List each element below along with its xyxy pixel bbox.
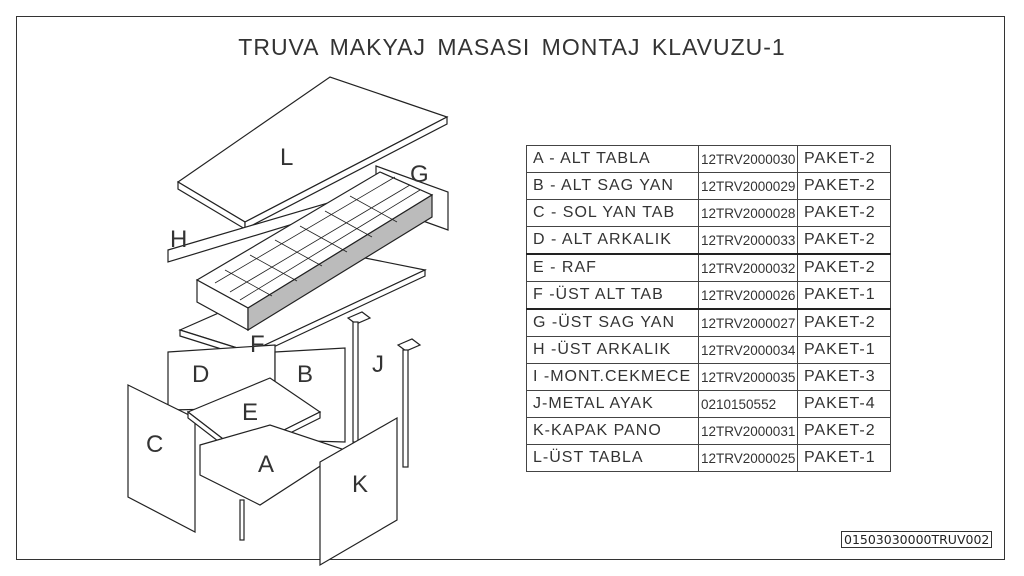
page-title: TRUVA MAKYAJ MASASI MONTAJ KLAVUZU-1: [238, 34, 786, 60]
part-package: PAKET-2: [797, 308, 891, 337]
part-package: PAKET-1: [797, 281, 891, 310]
part-A-bottom-panel: [199, 424, 347, 506]
label-K: K: [352, 471, 368, 498]
part-package: PAKET-3: [797, 363, 891, 391]
label-B: B: [297, 361, 313, 388]
label-F: F: [250, 331, 265, 358]
part-code: 0210150552: [698, 390, 798, 418]
part-L-top-panel: [176, 76, 449, 231]
part-name: L-ÜST TABLA: [526, 444, 699, 472]
part-code: 12TRV2000027: [698, 308, 798, 337]
part-I-drawer: [195, 171, 434, 332]
part-name: I -MONT.CEKMECE: [526, 363, 699, 391]
part-code: 12TRV2000028: [698, 199, 798, 227]
part-K-door-panel: [319, 416, 398, 567]
label-J: J: [372, 351, 384, 378]
part-J-metal-legs: [239, 311, 422, 541]
part-package: PAKET-2: [797, 226, 891, 255]
part-package: PAKET-4: [797, 390, 891, 418]
part-code: 12TRV2000026: [698, 281, 798, 310]
part-C-left-side-panel: [127, 384, 196, 533]
label-C: C: [146, 431, 163, 458]
part-name: C - SOL YAN TAB: [526, 199, 699, 227]
drawing-frame: [16, 16, 1005, 560]
part-package: PAKET-1: [797, 444, 891, 472]
part-package: PAKET-2: [797, 253, 891, 282]
part-name: K-KAPAK PANO: [526, 417, 699, 445]
label-H: H: [170, 226, 187, 253]
part-code: 12TRV2000034: [698, 336, 798, 364]
part-package: PAKET-2: [797, 172, 891, 200]
part-package: PAKET-2: [797, 199, 891, 227]
part-name: B - ALT SAG YAN: [526, 172, 699, 200]
part-name: F -ÜST ALT TAB: [526, 281, 699, 310]
part-package: PAKET-2: [797, 417, 891, 445]
label-L: L: [280, 144, 293, 171]
part-code: 12TRV2000031: [698, 417, 798, 445]
label-E: E: [242, 399, 258, 426]
label-A: A: [258, 451, 274, 478]
part-code: 12TRV2000032: [698, 253, 798, 282]
part-code: 12TRV2000033: [698, 226, 798, 255]
part-package: PAKET-2: [797, 145, 891, 173]
part-code: 12TRV2000030: [698, 145, 798, 173]
part-package: PAKET-1: [797, 336, 891, 364]
drawing-code: 01503030000TRUV002: [841, 531, 993, 548]
part-name: H -ÜST ARKALIK: [526, 336, 699, 364]
part-code: 12TRV2000029: [698, 172, 798, 200]
label-D: D: [192, 361, 209, 388]
part-name: E - RAF: [526, 253, 699, 282]
part-name: G -ÜST SAG YAN: [526, 308, 699, 337]
part-code: 12TRV2000035: [698, 363, 798, 391]
part-name: J-METAL AYAK: [526, 390, 699, 418]
part-name: D - ALT ARKALIK: [526, 226, 699, 255]
part-name: A - ALT TABLA: [526, 145, 699, 173]
part-code: 12TRV2000025: [698, 444, 798, 472]
label-G: G: [410, 161, 429, 188]
